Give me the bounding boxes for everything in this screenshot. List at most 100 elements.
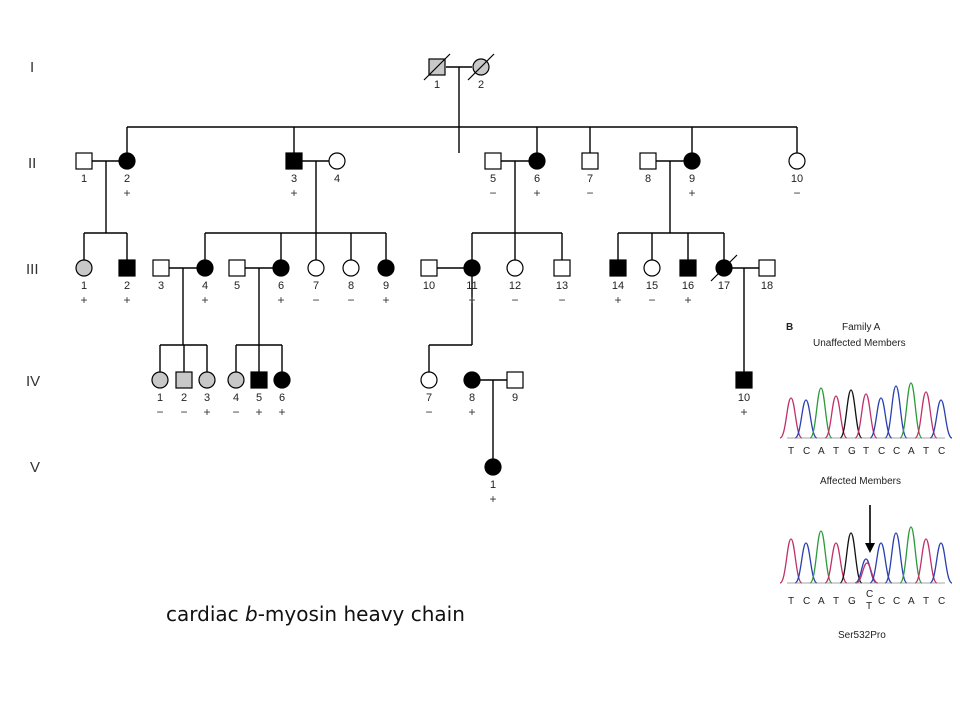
genotype-sign: + [740, 405, 747, 419]
individual-number: 2 [124, 173, 130, 185]
mutation-label: Ser532Pro [838, 630, 886, 641]
individual-I-1: 1 [423, 53, 451, 91]
genotype-sign: + [489, 492, 496, 506]
individual-number: 10 [791, 173, 803, 185]
caption-italic: b [245, 602, 258, 626]
male-symbol [679, 259, 697, 277]
trace-peak-T [779, 538, 803, 584]
sequence-base: T [788, 596, 794, 607]
individual-III-12: 12− [506, 259, 524, 307]
sequence-base: T [923, 596, 929, 607]
individual-III-2: 2+ [118, 259, 136, 307]
individual-number: 5 [490, 173, 496, 185]
male-symbol [609, 259, 627, 277]
trace-peak-G [839, 389, 863, 439]
genotype-sign: + [201, 293, 208, 307]
female-symbol [683, 152, 701, 170]
female-symbol [328, 152, 346, 170]
figure-caption: cardiac b-myosin heavy chain [166, 602, 465, 626]
sequence-base: G [848, 446, 856, 457]
genotype-sign: + [123, 186, 130, 200]
trace-peak-C [794, 399, 818, 439]
female-symbol [307, 259, 325, 277]
individual-III-17: 17 [710, 254, 738, 292]
male-symbol [484, 152, 502, 170]
trace-peak-C [884, 385, 908, 439]
individual-number: 12 [509, 280, 521, 292]
individual-number: 9 [689, 173, 695, 185]
generation-label-III: III [26, 261, 39, 278]
trace-peak-T [824, 395, 848, 439]
individual-III-3: 3 [152, 259, 170, 292]
trace-peak-C [929, 542, 953, 584]
mutation-base-top: C [866, 589, 873, 600]
female-symbol [118, 152, 136, 170]
individual-IV-8: 8+ [463, 371, 481, 419]
genotype-sign: − [793, 186, 800, 200]
genotype-sign: + [614, 293, 621, 307]
individual-number: 6 [278, 280, 284, 292]
female-symbol [151, 371, 169, 389]
individual-number: 1 [157, 392, 163, 404]
female-symbol [463, 371, 481, 389]
individual-I-2: 2 [467, 53, 495, 91]
sequence-base: A [908, 596, 915, 607]
individual-number: 1 [81, 280, 87, 292]
deceased-slash [423, 53, 451, 81]
genotype-sign: − [511, 293, 518, 307]
female-symbol [342, 259, 360, 277]
individual-number: 8 [645, 173, 651, 185]
sequence-base: C [878, 596, 885, 607]
individual-number: 2 [478, 79, 484, 91]
sequence-base: T [833, 596, 839, 607]
individual-number: 6 [279, 392, 285, 404]
individual-number: 13 [556, 280, 568, 292]
genotype-sign: + [203, 405, 210, 419]
sequence-base: C [938, 596, 945, 607]
sequence-base: A [908, 446, 915, 457]
genotype-sign: + [533, 186, 540, 200]
individual-number: 11 [466, 280, 477, 292]
female-symbol [272, 259, 290, 277]
individual-IV-7: 7− [420, 371, 438, 419]
genotype-sign: − [558, 293, 565, 307]
trace-peak-C [929, 399, 953, 439]
male-symbol [118, 259, 136, 277]
individual-II-6: 6+ [528, 152, 546, 200]
sequence-base: T [863, 446, 869, 457]
mutation-arrow [865, 505, 875, 553]
female-symbol [484, 458, 502, 476]
individual-II-10: 10− [788, 152, 806, 200]
genotype-sign: + [277, 293, 284, 307]
individual-number: 9 [383, 280, 389, 292]
individual-III-14: 14+ [609, 259, 627, 307]
individual-III-7: 7− [307, 259, 325, 307]
sequence-base: A [818, 446, 825, 457]
female-symbol [273, 371, 291, 389]
trace-peak-T [914, 538, 938, 584]
sequence-base: C [803, 596, 810, 607]
individual-number: 3 [204, 392, 210, 404]
male-symbol [581, 152, 599, 170]
female-symbol [643, 259, 661, 277]
individual-IV-9: 9 [506, 371, 524, 404]
individual-number: 3 [291, 173, 297, 185]
individual-number: 7 [587, 173, 593, 185]
individual-III-13: 13− [553, 259, 571, 307]
individual-III-8: 8− [342, 259, 360, 307]
individual-II-4: 4 [328, 152, 346, 185]
individual-number: 17 [718, 280, 730, 292]
mutation-base-bottom: T [866, 601, 872, 612]
sequence-base: C [878, 446, 885, 457]
pedigree-lines [83, 66, 798, 459]
genotype-sign: + [278, 405, 285, 419]
individual-number: 3 [158, 280, 164, 292]
individual-number: 9 [512, 392, 518, 404]
male-symbol [639, 152, 657, 170]
male-symbol [735, 371, 753, 389]
genotype-sign: − [648, 293, 655, 307]
